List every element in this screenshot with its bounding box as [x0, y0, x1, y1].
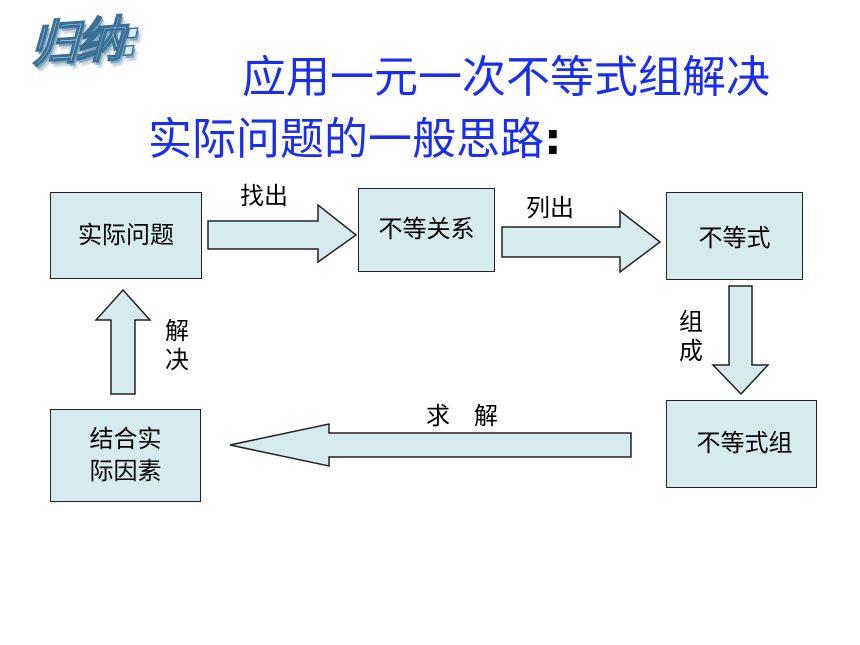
- label-solve: 解 决: [162, 317, 192, 375]
- arrow-solve: [94, 288, 152, 395]
- label-list-out: 列出: [526, 194, 574, 222]
- label-compose: 组 成: [676, 308, 706, 366]
- label-solve-char-1: 解: [165, 317, 189, 345]
- box-combine-factors-line-1: 结合实: [89, 425, 162, 454]
- title-line-2: 实际问题的一般思路:: [148, 118, 562, 162]
- box-combine-factors-line-2: 际因素: [89, 456, 162, 485]
- arrow-seek-solution: [229, 423, 632, 467]
- title-line-2-text: 实际问题的一般思路: [148, 114, 544, 165]
- arrow-find-out: [207, 203, 358, 264]
- arrow-list-out: [501, 209, 662, 274]
- label-seek-solution: 求 解: [426, 402, 498, 430]
- label-find-out: 找出: [240, 182, 288, 210]
- label-compose-char-2: 成: [679, 336, 703, 365]
- title-line-1: 应用一元一次不等式组解决: [242, 52, 770, 103]
- box-combine-factors: 结合实 际因素: [50, 409, 201, 502]
- arrow-compose: [711, 285, 770, 396]
- box-actual-problem: 实际问题: [50, 192, 202, 279]
- box-inequality-relation: 不等关系: [358, 188, 495, 272]
- box-inequality-system: 不等式组: [666, 400, 817, 488]
- box-inequality: 不等式: [666, 192, 803, 280]
- title-colon: :: [544, 114, 562, 165]
- label-compose-char-1: 组: [679, 308, 703, 336]
- label-solve-char-2: 决: [165, 345, 189, 374]
